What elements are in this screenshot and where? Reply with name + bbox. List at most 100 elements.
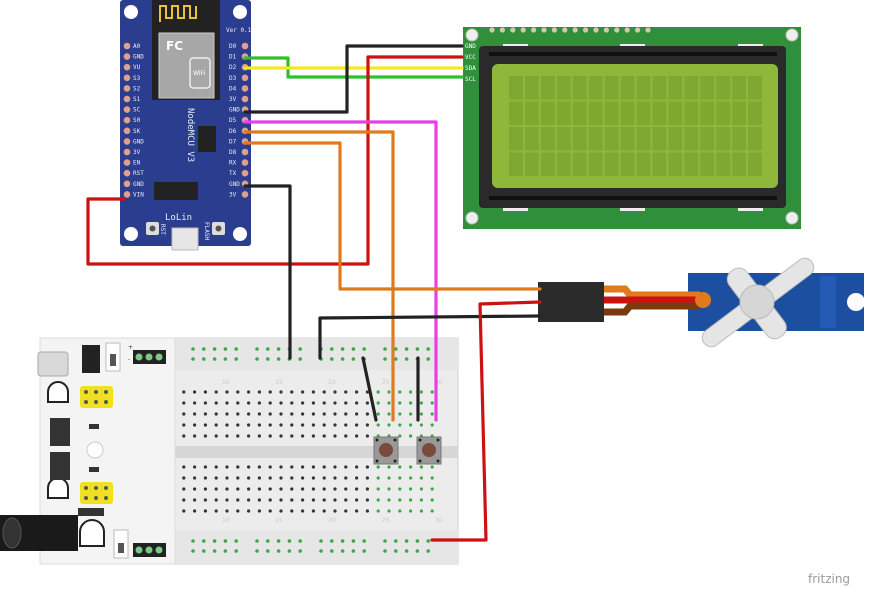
rail-hole [394, 549, 398, 553]
pushbutton-cap[interactable] [422, 443, 436, 457]
lcd-cell [668, 76, 683, 100]
breadboard-hole [225, 476, 229, 480]
pin-d8[interactable] [241, 148, 249, 156]
wire-gnd-button1[interactable] [361, 356, 378, 422]
pin-vu[interactable] [123, 63, 131, 71]
rail-hole [298, 357, 303, 361]
lcd-pin-vcc: VCC [465, 54, 476, 61]
bottom-power-rail [175, 530, 458, 564]
pushbutton-2[interactable] [416, 436, 442, 465]
breadboard-hole [333, 390, 337, 394]
breadboard-hole [203, 509, 207, 513]
pin-vin[interactable] [123, 191, 131, 198]
breadboard-hole [301, 390, 305, 394]
pin-rx[interactable] [241, 159, 249, 166]
pin-3v[interactable] [241, 191, 249, 198]
breadboard-hole [290, 476, 294, 480]
breadboard-hole [344, 487, 348, 491]
breadboard-hole [344, 509, 348, 513]
power-switch-top[interactable] [82, 345, 100, 373]
breadboard-hole [311, 476, 315, 480]
breadboard-hole [333, 412, 337, 416]
pin-s0[interactable] [123, 116, 131, 124]
breadboard-hole [344, 476, 348, 480]
mount-hole [124, 5, 138, 19]
pin-s1[interactable] [123, 95, 131, 103]
rail-hole [276, 549, 281, 553]
capacitor [79, 519, 105, 547]
rail-hole [266, 539, 270, 543]
lcd-pin-sda: SDA [465, 65, 476, 72]
breadboard-hole [398, 476, 402, 480]
rail-hole [298, 539, 303, 543]
wire-d7-servo[interactable] [243, 141, 542, 291]
breadboard-hole [193, 476, 197, 480]
pin-en[interactable] [123, 159, 131, 166]
pushbutton-cap[interactable] [379, 443, 393, 457]
pin-sc[interactable] [123, 106, 131, 113]
pin-d0[interactable] [241, 42, 249, 50]
pin-label: D4 [229, 85, 237, 92]
rail-hole [404, 347, 409, 351]
breadboard-hole [419, 498, 423, 502]
rail-hole [340, 539, 345, 543]
breadboard-hole [193, 401, 197, 405]
rail-hole [404, 539, 409, 543]
wire-servo-gnd[interactable] [318, 314, 542, 360]
pin-rst[interactable] [123, 169, 131, 177]
servo-connector[interactable] [538, 282, 604, 322]
pin-label: S1 [133, 96, 141, 103]
breadboard-hole [257, 412, 261, 416]
wire-vcc-lcd[interactable] [86, 55, 464, 266]
breadboard-hole [268, 487, 272, 491]
wire-d5-button2[interactable] [243, 120, 438, 422]
servo-horn[interactable] [699, 255, 818, 351]
pushbutton-1[interactable] [373, 436, 399, 465]
pin-3v[interactable] [241, 95, 249, 103]
slider-knob [118, 543, 124, 553]
pin-gnd[interactable] [123, 138, 131, 145]
breadboard-hole [355, 390, 359, 394]
rail-hole [202, 539, 206, 543]
lcd-cell [748, 152, 762, 176]
breadboard-hole [247, 401, 251, 405]
pin-3v[interactable] [123, 148, 131, 156]
voltage-jumper-bottom[interactable] [80, 482, 113, 504]
lcd-cell [636, 101, 651, 125]
wire-servo-power[interactable] [430, 300, 542, 542]
wire-gnd-rail[interactable] [243, 184, 292, 360]
breadboard-hole [301, 465, 305, 469]
rail-hole [287, 539, 292, 543]
breadboard-hole [365, 434, 369, 438]
center-channel [112, 446, 458, 458]
pin-label: SC [133, 107, 141, 114]
pin-label: D0 [229, 43, 237, 50]
column-labels: 10 15 20 25 30 10 15 20 25 30 [222, 379, 443, 524]
wire-gnd-lcd[interactable] [243, 44, 464, 114]
breadboard-hole [193, 498, 197, 502]
col-label: 10 [222, 379, 230, 386]
pin-gnd[interactable] [123, 53, 131, 60]
pin-tx[interactable] [241, 169, 249, 177]
rail-hole [191, 357, 195, 361]
breadboard-hole [419, 509, 423, 513]
rail-hole [351, 549, 356, 553]
pin-d4[interactable] [241, 85, 249, 92]
breadboard-hole [333, 434, 337, 438]
pin-d3[interactable] [241, 74, 249, 82]
breadboard-hole [322, 476, 326, 480]
rail-hole [426, 539, 431, 543]
power-module: + - [0, 337, 176, 565]
wire-d6-button1[interactable] [243, 130, 395, 422]
voltage-jumper-top[interactable] [80, 386, 113, 408]
breadboard-hole [311, 434, 315, 438]
pin-sk[interactable] [123, 127, 131, 135]
pin-s3[interactable] [123, 74, 131, 82]
pin-label: D1 [229, 54, 237, 61]
pin-s2[interactable] [123, 85, 131, 92]
breadboard-hole [430, 509, 434, 513]
pin-gnd[interactable] [123, 180, 131, 188]
pin-a0[interactable] [123, 42, 131, 50]
breadboard-hole [387, 465, 391, 469]
breadboard-hole [247, 509, 251, 513]
